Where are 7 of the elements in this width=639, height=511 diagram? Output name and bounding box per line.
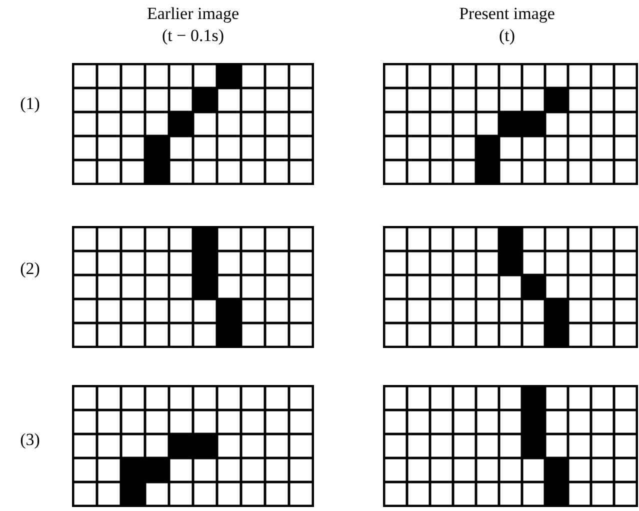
column-heading: (t − 0.1s) bbox=[162, 26, 224, 46]
row-label: (2) bbox=[20, 259, 40, 279]
column-heading: (t) bbox=[498, 26, 516, 46]
column-heading: Earlier image bbox=[146, 4, 240, 24]
row-label: (3) bbox=[20, 430, 40, 450]
row-label: (1) bbox=[20, 94, 40, 114]
column-heading: Present image bbox=[459, 4, 555, 24]
